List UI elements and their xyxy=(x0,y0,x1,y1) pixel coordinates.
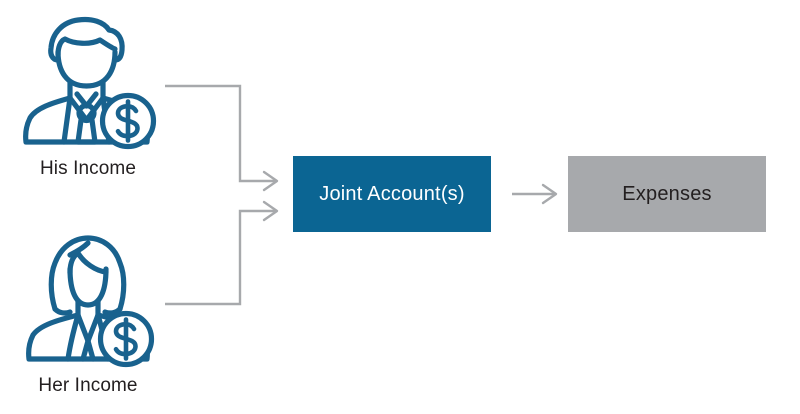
process-node-expenses[interactable]: Expenses xyxy=(568,156,766,232)
source-node-her-income: Her Income xyxy=(8,225,168,397)
dollar-sign-icon xyxy=(99,92,157,150)
businesswoman-with-dollar-badge-icon xyxy=(8,225,168,370)
arrowhead-joint-account-to-expenses xyxy=(541,183,558,205)
source-node-his-income: His Income xyxy=(8,8,168,180)
source-label-her-income: Her Income xyxy=(38,375,138,396)
arrowhead-his-income-to-joint-account xyxy=(262,170,279,192)
process-node-label-joint-account: Joint Account(s) xyxy=(319,182,465,205)
arrowhead-her-income-to-joint-account xyxy=(262,200,279,222)
process-node-label-expenses: Expenses xyxy=(622,182,712,205)
connector-his-income-to-joint-account xyxy=(165,84,277,183)
process-node-joint-account[interactable]: Joint Account(s) xyxy=(293,156,491,232)
connector-her-income-to-joint-account xyxy=(165,209,277,306)
source-label-his-income: His Income xyxy=(39,158,137,179)
businessman-with-dollar-badge-icon xyxy=(8,8,168,153)
dollar-sign-icon xyxy=(97,310,155,368)
